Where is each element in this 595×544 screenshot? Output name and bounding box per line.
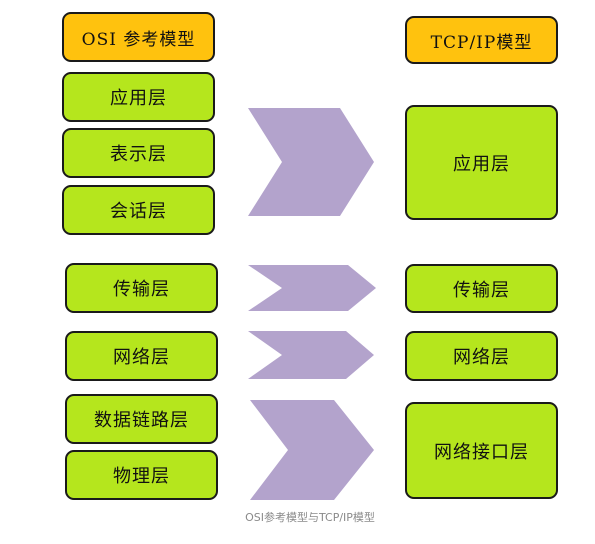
osi-layer-transport: 传输层 <box>65 263 218 313</box>
tcpip-layer-network-interface: 网络接口层 <box>405 402 558 499</box>
osi-layer-presentation: 表示层 <box>62 128 215 178</box>
chevron-arrow-application <box>248 108 374 216</box>
tcpip-layer-network: 网络层 <box>405 331 558 381</box>
tcpip-layer-transport: 传输层 <box>405 264 558 313</box>
osi-layer-physical: 物理层 <box>65 450 218 500</box>
tcpip-layer-application: 应用层 <box>405 105 558 220</box>
osi-layer-application: 应用层 <box>62 72 215 122</box>
chevron-arrow-network <box>248 331 374 379</box>
osi-layer-network: 网络层 <box>65 331 218 381</box>
osi-layer-datalink: 数据链路层 <box>65 394 218 444</box>
chevron-arrow-transport <box>248 265 376 311</box>
chevron-arrow-network-interface <box>250 400 374 500</box>
osi-layer-session: 会话层 <box>62 185 215 235</box>
figure-caption: OSI参考模型与TCP/IP模型 <box>245 511 375 524</box>
tcpip-model-title: TCP/IP模型 <box>405 16 558 64</box>
osi-model-title: OSI 参考模型 <box>62 12 215 62</box>
